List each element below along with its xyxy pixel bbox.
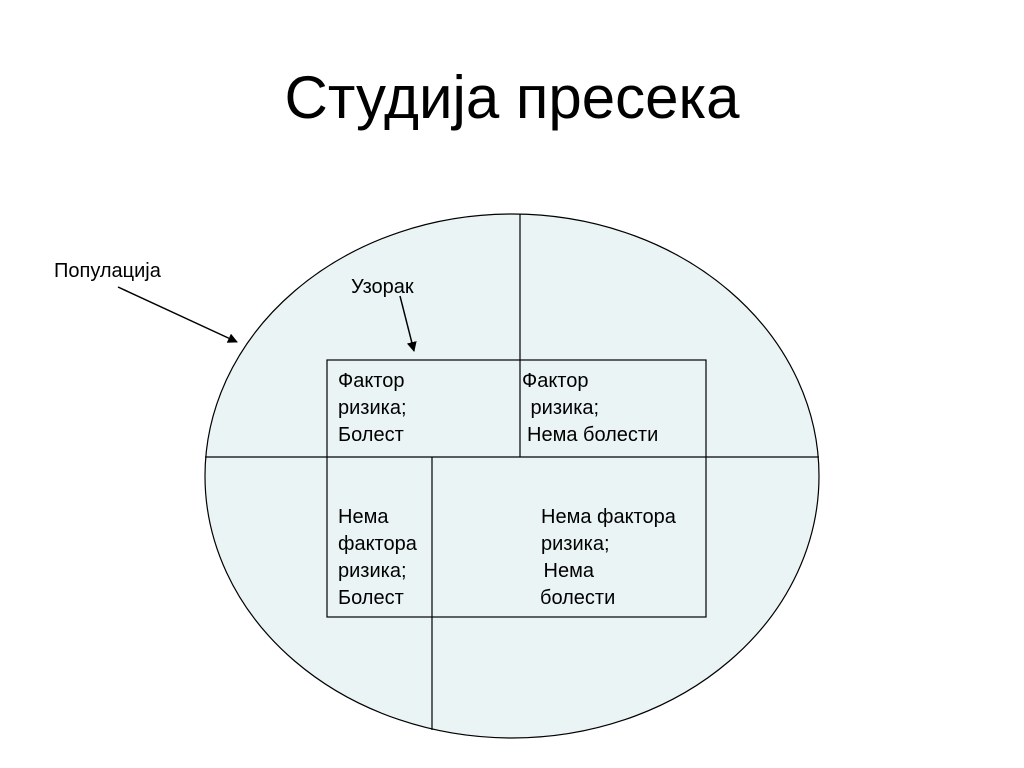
cell-line: Нема bbox=[338, 506, 389, 528]
population-label: Популација bbox=[54, 260, 161, 282]
cell-line: Болест bbox=[338, 424, 404, 446]
cell-line: ризика; bbox=[338, 397, 407, 419]
population-ellipse bbox=[204, 213, 820, 739]
cell-line: Фактор bbox=[522, 370, 589, 392]
sample-box bbox=[326, 359, 707, 618]
cell-line: Нема bbox=[538, 560, 594, 582]
cell-line: ризика; bbox=[541, 533, 610, 555]
cell-line: ризика; bbox=[525, 397, 600, 419]
population-arrow bbox=[117, 286, 238, 343]
cell-line: Нема фактора bbox=[541, 506, 676, 528]
slide-title: Студија пресека bbox=[284, 64, 740, 131]
cell-line: ризика; bbox=[338, 560, 407, 582]
cell-line: болести bbox=[540, 587, 616, 609]
cell-line: Фактор bbox=[338, 370, 405, 392]
cell-line: Болест bbox=[338, 587, 404, 609]
cell-line: фактора bbox=[338, 533, 417, 555]
sample-label: Узорак bbox=[351, 276, 414, 298]
cell-line: Нема болести bbox=[527, 424, 659, 446]
sample-arrow bbox=[399, 295, 417, 352]
